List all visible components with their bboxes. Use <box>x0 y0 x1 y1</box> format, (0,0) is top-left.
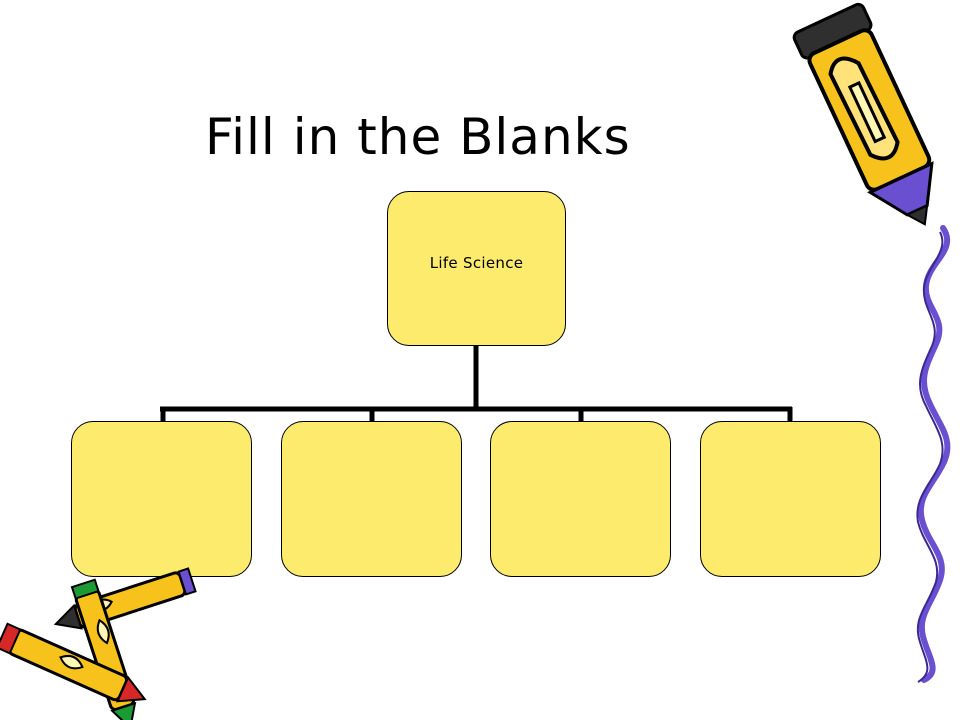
child-node-box-3 <box>490 421 671 577</box>
child-node-box-4 <box>700 421 881 577</box>
child-node-box-2 <box>281 421 462 577</box>
root-node-label: Life Science <box>429 253 524 272</box>
root-node-box: Life Science <box>387 191 566 346</box>
slide-title: Fill in the Blanks <box>205 108 631 166</box>
child-node-box-1 <box>71 421 252 577</box>
